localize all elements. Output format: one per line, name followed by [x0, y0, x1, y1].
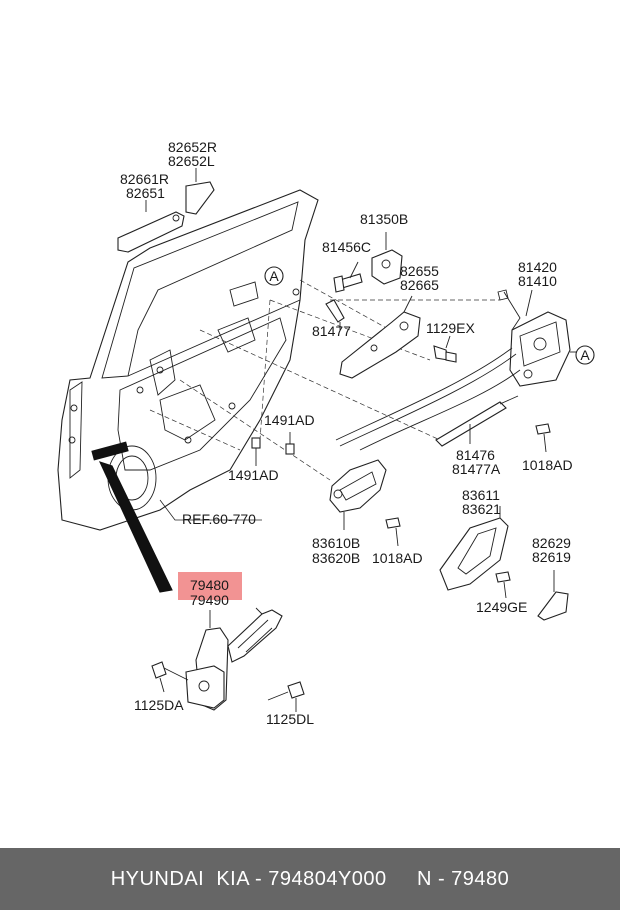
label-82655: 82655 — [400, 263, 439, 279]
bolt-1129ex — [433, 335, 457, 363]
label-82652R: 82652R — [168, 139, 217, 155]
screw-1018ad-bottom — [385, 517, 401, 547]
label-82651: 82651 — [126, 185, 165, 201]
svg-text:A: A — [580, 347, 590, 363]
label-1125DA: 1125DA — [134, 697, 184, 713]
label-83610B: 83610B — [312, 535, 360, 551]
inside-handle — [329, 459, 387, 530]
screw-1249ge — [495, 571, 511, 599]
svg-text:A: A — [269, 268, 279, 284]
label-1125DL: 1125DL — [266, 711, 314, 727]
door-latch — [497, 289, 576, 387]
label-82665: 82665 — [400, 277, 439, 293]
leader-lines — [149, 279, 500, 521]
cap-82629 — [537, 570, 569, 621]
door-panel — [57, 189, 319, 593]
label-81410: 81410 — [518, 273, 557, 289]
screw-1018ad-right — [535, 423, 551, 453]
outside-handle — [117, 168, 215, 253]
cables — [335, 347, 521, 451]
footer-bar: HYUNDAI KIA - 794804Y000 N - 79480 — [0, 848, 620, 910]
label-1018AD-bottom: 1018AD — [372, 550, 423, 566]
striker — [371, 232, 403, 285]
part-labels: 82652R 82652L 82661R 82651 81350B 81456C… — [120, 139, 573, 727]
parts-diagram: A A — [57, 139, 595, 727]
bolt-1125dl — [267, 681, 305, 712]
label-81420: 81420 — [518, 259, 557, 275]
callout-a-right: A — [575, 345, 595, 365]
label-83611: 83611 — [462, 487, 500, 503]
label-82629: 82629 — [532, 535, 571, 551]
label-81456C: 81456C — [322, 239, 371, 255]
label-82652L: 82652L — [168, 153, 215, 169]
label-79480: 79480 — [190, 577, 229, 593]
label-1129EX: 1129EX — [426, 320, 475, 336]
label-83621: 83621 — [462, 501, 501, 517]
bolt-81456c — [333, 261, 363, 293]
label-79490: 79490 — [190, 592, 229, 608]
clips-1491ad — [251, 432, 295, 466]
label-83620B: 83620B — [312, 550, 360, 566]
handle-bracket — [339, 295, 421, 379]
label-82619: 82619 — [532, 549, 571, 565]
label-1018AD-right: 1018AD — [522, 457, 573, 473]
part-number-caption: HYUNDAI KIA - 794804Y000 N - 79480 — [110, 867, 510, 890]
label-ref: REF.60-770 — [182, 511, 256, 527]
label-81477A: 81477A — [452, 461, 501, 477]
label-81350B: 81350B — [360, 211, 408, 227]
door-check-ribbon — [98, 461, 173, 593]
bolt-1125da — [151, 661, 189, 693]
screw-81477 — [325, 299, 345, 330]
door-checker — [185, 607, 283, 711]
label-1491AD-top: 1491AD — [264, 412, 315, 428]
handle-bezel — [439, 506, 509, 591]
label-81477: 81477 — [312, 323, 351, 339]
callout-a-left: A — [264, 266, 284, 286]
label-82661R: 82661R — [120, 171, 169, 187]
part-highlight — [178, 572, 242, 600]
label-81476: 81476 — [456, 447, 495, 463]
label-1249GE: 1249GE — [476, 599, 527, 615]
label-1491AD-bottom: 1491AD — [228, 467, 279, 483]
